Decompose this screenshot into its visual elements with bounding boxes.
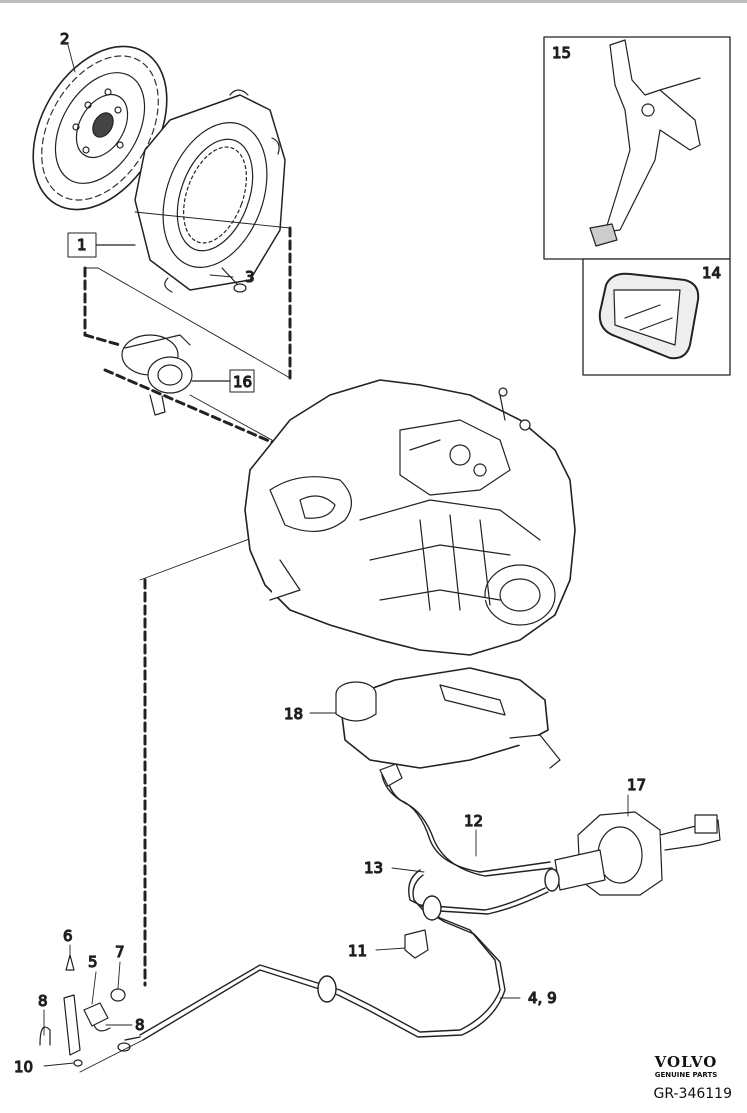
top-border bbox=[0, 0, 747, 3]
callout-2: 2 bbox=[60, 30, 70, 48]
callout-18: 18 bbox=[284, 705, 303, 723]
release-bearing bbox=[121, 334, 255, 416]
callout-12: 12 bbox=[464, 812, 483, 830]
brand-logo: VOLVO bbox=[654, 1053, 718, 1071]
callout-6: 6 bbox=[63, 927, 73, 945]
clutch-disc bbox=[32, 45, 168, 211]
brand-tagline: GENUINE PARTS bbox=[654, 1071, 718, 1079]
label-box-1 bbox=[67, 232, 136, 258]
leader-lines bbox=[43, 44, 629, 1073]
callout-14: 14 bbox=[702, 264, 721, 282]
callout-10: 10 bbox=[14, 1058, 33, 1076]
assembly-guide-lines bbox=[83, 226, 292, 987]
callout-16: 16 bbox=[233, 373, 252, 391]
callout-4-9: 4, 9 bbox=[528, 989, 557, 1007]
callout-3: 3 bbox=[245, 268, 255, 286]
callout-7: 7 bbox=[115, 943, 125, 961]
transmission-housing bbox=[244, 379, 576, 656]
fluid-reservoir bbox=[309, 667, 561, 769]
callout-5: 5 bbox=[88, 953, 98, 971]
hydraulic-lines bbox=[124, 774, 560, 1041]
callout-17: 17 bbox=[627, 776, 646, 794]
callout-8-right: 8 bbox=[135, 1016, 145, 1034]
reference-code: GR-346119 bbox=[653, 1086, 732, 1102]
callout-13: 13 bbox=[364, 859, 383, 877]
clutch-pedal bbox=[589, 39, 701, 247]
callout-8-left: 8 bbox=[38, 992, 48, 1010]
master-cylinder bbox=[554, 811, 721, 896]
small-fittings bbox=[39, 763, 429, 1067]
callout-1: 1 bbox=[77, 236, 87, 254]
pedal-pad bbox=[598, 272, 700, 360]
callout-15: 15 bbox=[552, 44, 571, 62]
callout-11: 11 bbox=[348, 942, 367, 960]
pressure-plate bbox=[134, 89, 286, 293]
